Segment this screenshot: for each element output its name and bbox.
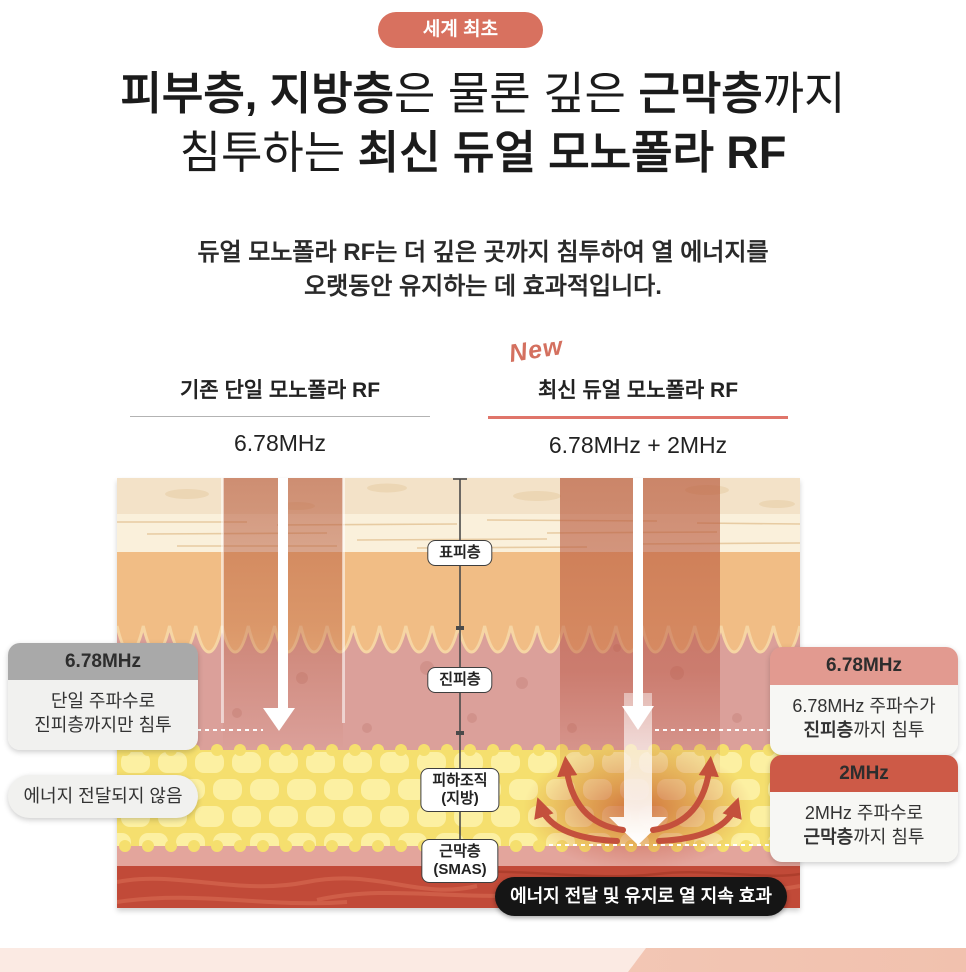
column-single-rf: 기존 단일 모노폴라 RF 6.78MHz	[130, 374, 430, 457]
single-rf-callout-card: 6.78MHz 단일 주파수로 진피층까지만 침투	[8, 643, 198, 751]
label-fat: 피하조직 (지방)	[420, 768, 500, 812]
dual-rf-678-header: 6.78MHz	[770, 647, 958, 685]
single-rf-callout-body: 단일 주파수로 진피층까지만 침투	[8, 680, 198, 751]
page-title: 피부층, 지방층은 물론 깊은 근막층까지 침투하는 최신 듀얼 모노폴라 RF	[0, 64, 966, 182]
column-dual-rf-frequency: 6.78MHz + 2MHz	[548, 432, 728, 458]
no-energy-pill: 에너지 전달되지 않음	[8, 775, 198, 818]
dual-rf-2mhz-body: 2MHz 주파수로 근막층까지 침투	[770, 792, 958, 863]
title-line-1: 피부층, 지방층은 물론 깊은 근막층까지	[120, 68, 846, 119]
label-epidermis: 표피층	[427, 540, 493, 566]
column-single-rf-title: 기존 단일 모노폴라 RF	[179, 379, 381, 402]
left-single-arrow	[263, 478, 295, 731]
column-single-rf-frequency: 6.78MHz	[233, 430, 327, 456]
heat-retention-pill: 에너지 전달 및 유지로 열 지속 효과	[495, 877, 787, 916]
right-2mhz-arrow	[609, 693, 667, 845]
right-678mhz-arrow	[622, 478, 654, 730]
dual-rf-678-callout-card: 6.78MHz 6.78MHz 주파수가 진피층까지 침투	[770, 647, 958, 756]
new-handwritten-label: New	[507, 331, 566, 369]
dual-rf-678-body: 6.78MHz 주파수가 진피층까지 침투	[770, 685, 958, 756]
label-dermis: 진피층	[427, 667, 493, 693]
dual-rf-2mhz-header: 2MHz	[770, 755, 958, 792]
heat-spread-arrows	[534, 755, 742, 844]
skin-layers-diagram: 표피층 진피층 피하조직 (지방) 근막층 (SMAS)	[115, 478, 802, 908]
column-dual-rf-divider	[488, 416, 788, 419]
column-dual-rf: 최신 듀얼 모노폴라 RF 6.78MHz + 2MHz	[488, 374, 788, 459]
single-rf-callout-header: 6.78MHz	[8, 643, 198, 680]
label-smas: 근막층 (SMAS)	[421, 839, 499, 883]
column-dual-rf-title: 최신 듀얼 모노폴라 RF	[537, 379, 739, 402]
dual-rf-2mhz-callout-card: 2MHz 2MHz 주파수로 근막층까지 침투	[770, 755, 958, 863]
page-subtitle: 듀얼 모노폴라 RF는 더 깊은 곳까지 침투하여 열 에너지를 오랫동안 유지…	[197, 239, 769, 300]
bottom-strip-accent	[628, 948, 966, 972]
column-single-rf-divider	[130, 416, 430, 417]
title-line-2: 침투하는 최신 듀얼 모노폴라 RF	[179, 127, 787, 178]
world-first-badge: 세계 최초	[378, 12, 543, 48]
